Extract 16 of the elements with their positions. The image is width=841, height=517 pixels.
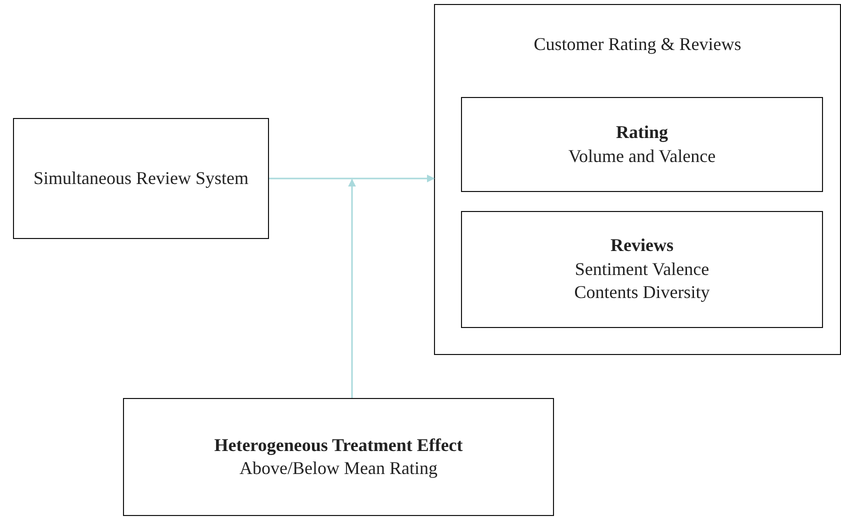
arrow: [348, 178, 356, 398]
text-box: [13, 118, 269, 239]
text-box: [461, 97, 823, 192]
box-heading: Reviews: [610, 234, 674, 258]
arrow: [269, 174, 435, 182]
group-heading: Customer Rating & Reviews: [534, 33, 742, 56]
box-text: Above/Below Mean Rating: [240, 457, 438, 480]
box-text: Simultaneous Review System: [34, 166, 248, 190]
box-text: Sentiment Valence: [574, 258, 710, 281]
box-text: Volume and Valence: [568, 144, 716, 168]
text-box: [461, 211, 823, 328]
box-heading: Heterogeneous Treatment Effect: [214, 434, 463, 457]
box-text: Contents Diversity: [574, 281, 710, 304]
group-box: [434, 4, 841, 355]
box-heading: Rating: [616, 121, 668, 144]
text-box: [123, 398, 554, 516]
